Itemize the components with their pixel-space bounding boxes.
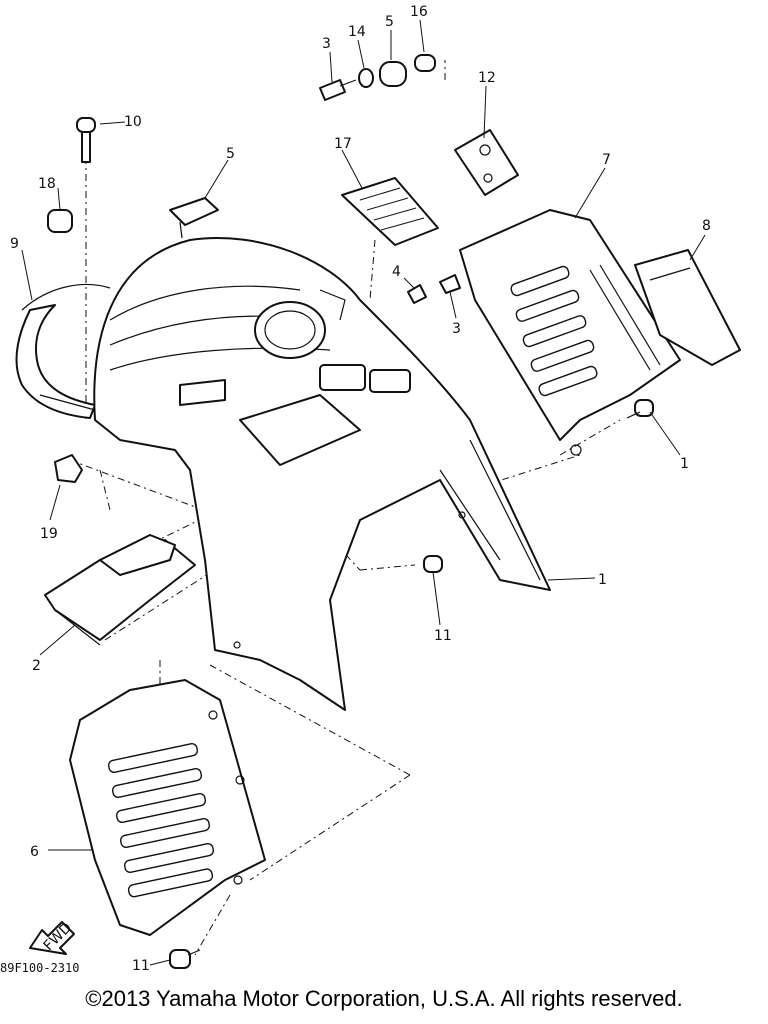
callout-7: 7 (602, 152, 611, 168)
callout-5-grommet: 5 (385, 14, 394, 30)
callout-11-lower: 11 (132, 958, 150, 974)
callout-8: 8 (702, 218, 711, 234)
part-5-grommet (379, 61, 407, 87)
part-3-clip (439, 274, 461, 294)
callout-3-clip: 3 (452, 321, 461, 337)
callout-12: 12 (478, 70, 496, 86)
fwd-arrow-icon: FWD (29, 920, 75, 955)
callout-11-upper: 11 (434, 628, 452, 644)
callout-labels: 1 1 2 3 3 4 5 5 6 7 8 9 10 11 11 12 14 1… (10, 4, 711, 974)
part-10-screw (76, 117, 96, 163)
grille-slots-6 (107, 743, 215, 898)
part-11-screw-upper (423, 555, 443, 573)
callout-6: 6 (30, 844, 39, 860)
callout-2: 2 (32, 658, 41, 674)
callout-18: 18 (38, 176, 56, 192)
callout-4: 4 (392, 264, 401, 280)
callout-1-body: 1 (598, 572, 607, 588)
callout-17: 17 (334, 136, 352, 152)
hardware-stack (319, 54, 436, 101)
part-5-clip (169, 197, 219, 239)
part-11-screw-lower (169, 949, 201, 969)
part-16-collar (414, 54, 436, 72)
callout-14: 14 (348, 24, 366, 40)
part-7-upper-grille (459, 209, 681, 456)
callout-1-screw: 1 (680, 456, 689, 472)
callout-19: 19 (40, 526, 58, 542)
drawing-code: 89F100-2310 (0, 961, 79, 975)
part-6-lower-grille (69, 679, 266, 936)
callout-9: 9 (10, 236, 19, 252)
part-4-clip (407, 284, 427, 304)
part-14-washer (358, 68, 374, 88)
part-18-grommet (47, 209, 73, 233)
part-17-label-plate (341, 177, 439, 246)
part-8-seal-strip (634, 249, 741, 366)
callout-5-clip: 5 (226, 146, 235, 162)
copyright-notice: ©2013 Yamaha Motor Corporation, U.S.A. A… (85, 986, 683, 1011)
exploded-parts-diagram: FWD 1 1 2 3 3 4 5 5 6 7 8 9 (0, 4, 741, 975)
part-1-main-body (93, 237, 551, 711)
part-19-clip (54, 454, 83, 483)
part-9-side-cover (15, 283, 111, 419)
grille-slots-7 (510, 265, 598, 397)
part-12-bracket (454, 129, 519, 196)
leader-lines (21, 19, 706, 966)
callout-16: 16 (410, 4, 428, 20)
part-3-bolt (319, 79, 346, 101)
callout-3-bolt: 3 (322, 36, 331, 52)
part-2-panel (44, 534, 196, 646)
callout-10: 10 (124, 114, 142, 130)
part-1-screw (626, 399, 654, 419)
